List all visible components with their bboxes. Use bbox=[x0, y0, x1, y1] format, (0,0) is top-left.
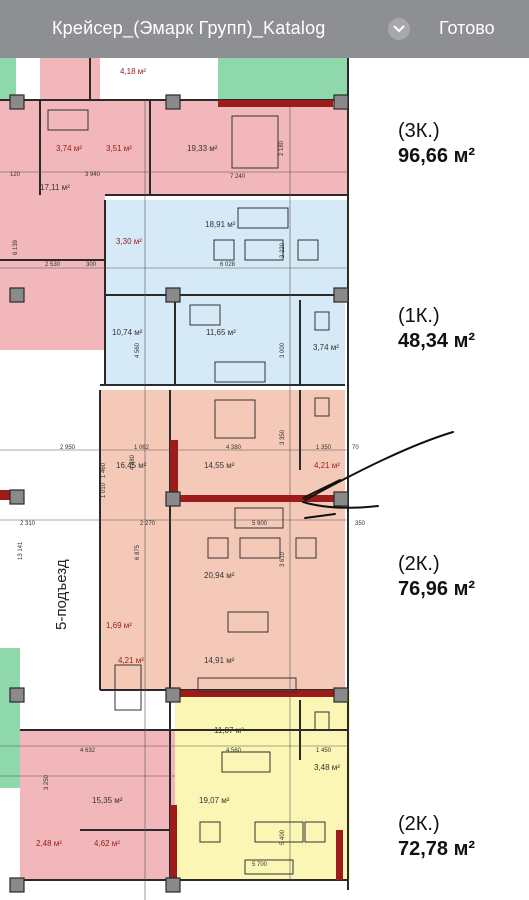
apartment-3k-area bbox=[0, 195, 105, 350]
apartment-type: (2К.) bbox=[398, 553, 440, 575]
dimension-label: 6 875 bbox=[135, 544, 141, 560]
dimension-label: 2 180 bbox=[279, 140, 285, 156]
dimension-label: 4 880 bbox=[130, 454, 136, 470]
dimension-label: 2 530 bbox=[45, 262, 61, 268]
room-area: 2,48 м² bbox=[36, 839, 62, 848]
room-area: 14,55 м² bbox=[204, 461, 235, 470]
done-button[interactable]: Готово bbox=[439, 18, 495, 38]
room-area: 16,45 м² bbox=[116, 461, 147, 470]
room-area: 3,74 м² bbox=[313, 343, 339, 352]
dimension-label: 5 400 bbox=[280, 829, 286, 845]
dimension-label: 1 350 bbox=[316, 445, 332, 451]
chevron-down-icon[interactable] bbox=[388, 18, 410, 40]
room-area: 11,65 м² bbox=[206, 328, 236, 337]
floor-plan: 5-подъезд (3К.) 96,66 м² (1К.) 48,34 м² … bbox=[0, 58, 529, 900]
dimension-label: 1 062 bbox=[134, 445, 150, 451]
apartment-3k-area bbox=[0, 100, 348, 195]
room-area: 10,74 м² bbox=[112, 328, 143, 337]
dimension-label: 6 139 bbox=[13, 239, 19, 255]
dimension-label: 350 bbox=[355, 521, 366, 527]
green-zone bbox=[0, 648, 20, 788]
dimension-label: 3 220 bbox=[280, 242, 286, 258]
document-title[interactable]: Крейсер_(Эмарк Групп)_Katalog bbox=[52, 18, 326, 38]
room-area: 17,11 м² bbox=[40, 183, 70, 192]
entrance-label: 5-подъезд bbox=[53, 559, 70, 630]
dimension-label: 13 141 bbox=[18, 541, 24, 560]
dimension-label: 2 270 bbox=[140, 521, 156, 527]
dimension-label: 70 bbox=[352, 445, 359, 451]
apartment-area: 48,34 м² bbox=[398, 330, 475, 352]
room-area: 20,94 м² bbox=[204, 571, 235, 580]
dimension-label: 4 560 bbox=[135, 342, 141, 358]
room-area: 1,69 м² bbox=[106, 621, 132, 630]
apartment-type: (1К.) bbox=[398, 305, 440, 327]
dimension-label: 5 900 bbox=[252, 521, 268, 527]
room-area: 4,21 м² bbox=[118, 656, 144, 665]
dimension-label: 1 010 bbox=[101, 482, 107, 498]
dimension-label: 7 240 bbox=[230, 174, 246, 180]
dimension-label: 4 380 bbox=[226, 445, 242, 451]
green-zone bbox=[218, 58, 348, 102]
room-area: 4,18 м² bbox=[120, 67, 146, 76]
dimension-label: 1 450 bbox=[316, 748, 332, 754]
dimension-label: 120 bbox=[10, 172, 21, 178]
dimension-label: 3 610 bbox=[280, 551, 286, 567]
green-zone bbox=[0, 58, 16, 100]
apartment-type: (3К.) bbox=[398, 120, 440, 142]
apartment-2k-yellow-area bbox=[175, 690, 350, 880]
dimension-label: 3 000 bbox=[280, 342, 286, 358]
apartment-area: 76,96 м² bbox=[398, 578, 475, 600]
room-area: 19,07 м² bbox=[199, 796, 230, 805]
dimension-label: 1 460 bbox=[101, 462, 107, 478]
room-area: 3,48 м² bbox=[314, 763, 340, 772]
room-area: 4,21 м² bbox=[314, 461, 340, 470]
room-area: 3,30 м² bbox=[116, 237, 142, 246]
dimension-label: 3 250 bbox=[44, 774, 50, 790]
apartment-1k-area bbox=[105, 200, 348, 295]
apartment-area: 96,66 м² bbox=[398, 145, 475, 167]
room-area: 18,91 м² bbox=[205, 220, 236, 229]
dimension-label: 4 632 bbox=[80, 748, 96, 754]
dimension-label: 6 028 bbox=[220, 262, 236, 268]
dimension-label: 3 350 bbox=[280, 429, 286, 445]
room-area: 3,74 м² bbox=[56, 144, 82, 153]
top-bar: Крейсер_(Эмарк Групп)_Katalog Готово bbox=[0, 0, 529, 58]
room-area: 3,51 м² bbox=[106, 144, 132, 153]
room-area: 14,91 м² bbox=[204, 656, 235, 665]
room-area: 11,07 м² bbox=[214, 726, 244, 735]
handwritten-arrow bbox=[302, 431, 454, 519]
dimension-label: 5 700 bbox=[252, 862, 268, 868]
dimension-label: 4 560 bbox=[226, 748, 242, 754]
room-area: 19,33 м² bbox=[187, 144, 218, 153]
dimension-label: 3 940 bbox=[85, 172, 101, 178]
dimension-label: 2 310 bbox=[20, 521, 36, 527]
room-area: 15,35 м² bbox=[92, 796, 123, 805]
apartment-type: (2К.) bbox=[398, 813, 440, 835]
dimension-label: 300 bbox=[86, 262, 97, 268]
apartment-area: 72,78 м² bbox=[398, 838, 475, 860]
room-area: 4,62 м² bbox=[94, 839, 120, 848]
apartment-2k-area bbox=[100, 390, 345, 690]
dimension-label: 2 950 bbox=[60, 445, 76, 451]
